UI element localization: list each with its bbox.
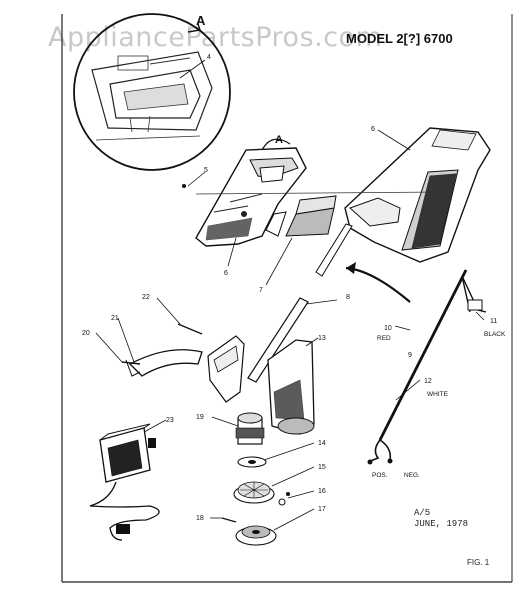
callout-12: 12 — [424, 378, 432, 385]
screw-22 — [177, 323, 203, 335]
handle-tube — [247, 297, 309, 383]
callout-14: 14 — [318, 440, 326, 447]
switch-block — [265, 195, 337, 237]
callout-9: 9 — [408, 352, 412, 359]
upper-handle-housing — [344, 127, 491, 263]
callout-10: 10 — [384, 325, 392, 332]
motor — [235, 412, 265, 445]
watermark: AppliancePartsPros.com — [48, 22, 383, 53]
callout-5: 5 — [204, 167, 208, 174]
charger-plug — [116, 524, 130, 534]
callout-labels: 4 5 6 6 7 8 9 10 11 12 13 14 15 16 17 18… — [82, 54, 497, 522]
callout-20: 20 — [82, 330, 90, 337]
callout-13: 13 — [318, 335, 326, 342]
figure-label: FIG. 1 — [467, 558, 490, 567]
screw-16 — [278, 498, 286, 506]
callout-15: 15 — [318, 464, 326, 471]
callout-19: 19 — [196, 414, 204, 421]
wire-label-white: WHITE — [427, 391, 449, 398]
callout-18: 18 — [196, 515, 204, 522]
terminal-label-pos: POS. — [372, 472, 388, 479]
callout-21: 21 — [111, 315, 119, 322]
wire-label-red: RED — [377, 335, 391, 342]
revision-note: A/5 JUNE, 1978 — [414, 508, 469, 529]
wire-harness — [378, 269, 468, 441]
model-title: MODEL 2[?] 6700 — [346, 31, 453, 46]
callout-6-upper: 6 — [371, 126, 375, 133]
screw-19 — [221, 517, 237, 523]
guard — [128, 349, 203, 377]
fan — [233, 481, 275, 504]
charger — [99, 423, 156, 483]
screw-5 — [182, 184, 186, 188]
housing-detail-a-label: A — [275, 134, 283, 146]
guard-edge — [125, 359, 141, 377]
callout-11: 11 — [490, 318, 497, 325]
detail-arrow-icon — [187, 23, 201, 33]
terminal-label-neg: NEG. — [404, 472, 420, 479]
wire-terminal-lead — [367, 439, 381, 463]
assembly-arrowhead-icon — [346, 262, 356, 274]
housing-a-arrow-icon — [261, 138, 291, 151]
detail-view-a — [73, 13, 231, 171]
wire-label-black: BLACK — [484, 331, 506, 338]
callout-22: 22 — [142, 294, 150, 301]
callout-7: 7 — [259, 287, 263, 294]
terminal-neg — [387, 458, 393, 464]
switch-rod — [315, 223, 353, 277]
charger-cord — [89, 481, 160, 541]
spool — [235, 525, 277, 546]
callout-4: 4 — [207, 54, 211, 61]
callout-16: 16 — [318, 488, 326, 495]
callout-6-lower: 6 — [224, 270, 228, 277]
screw-20 — [121, 361, 141, 365]
alignment-line — [195, 191, 441, 195]
callout-8: 8 — [346, 294, 350, 301]
lower-housing-half — [195, 147, 307, 247]
callout-23: 23 — [166, 417, 174, 424]
assembly-arrow-icon — [345, 266, 411, 303]
callout-17: 17 — [318, 506, 326, 513]
motor-housing — [267, 339, 315, 435]
terminal-pos — [367, 459, 373, 465]
motor-bracket — [207, 335, 245, 403]
wire-labels: RED WHITE BLACK POS. NEG. — [372, 331, 506, 479]
detail-label-a: A — [196, 13, 206, 28]
leader-lines — [95, 59, 485, 531]
